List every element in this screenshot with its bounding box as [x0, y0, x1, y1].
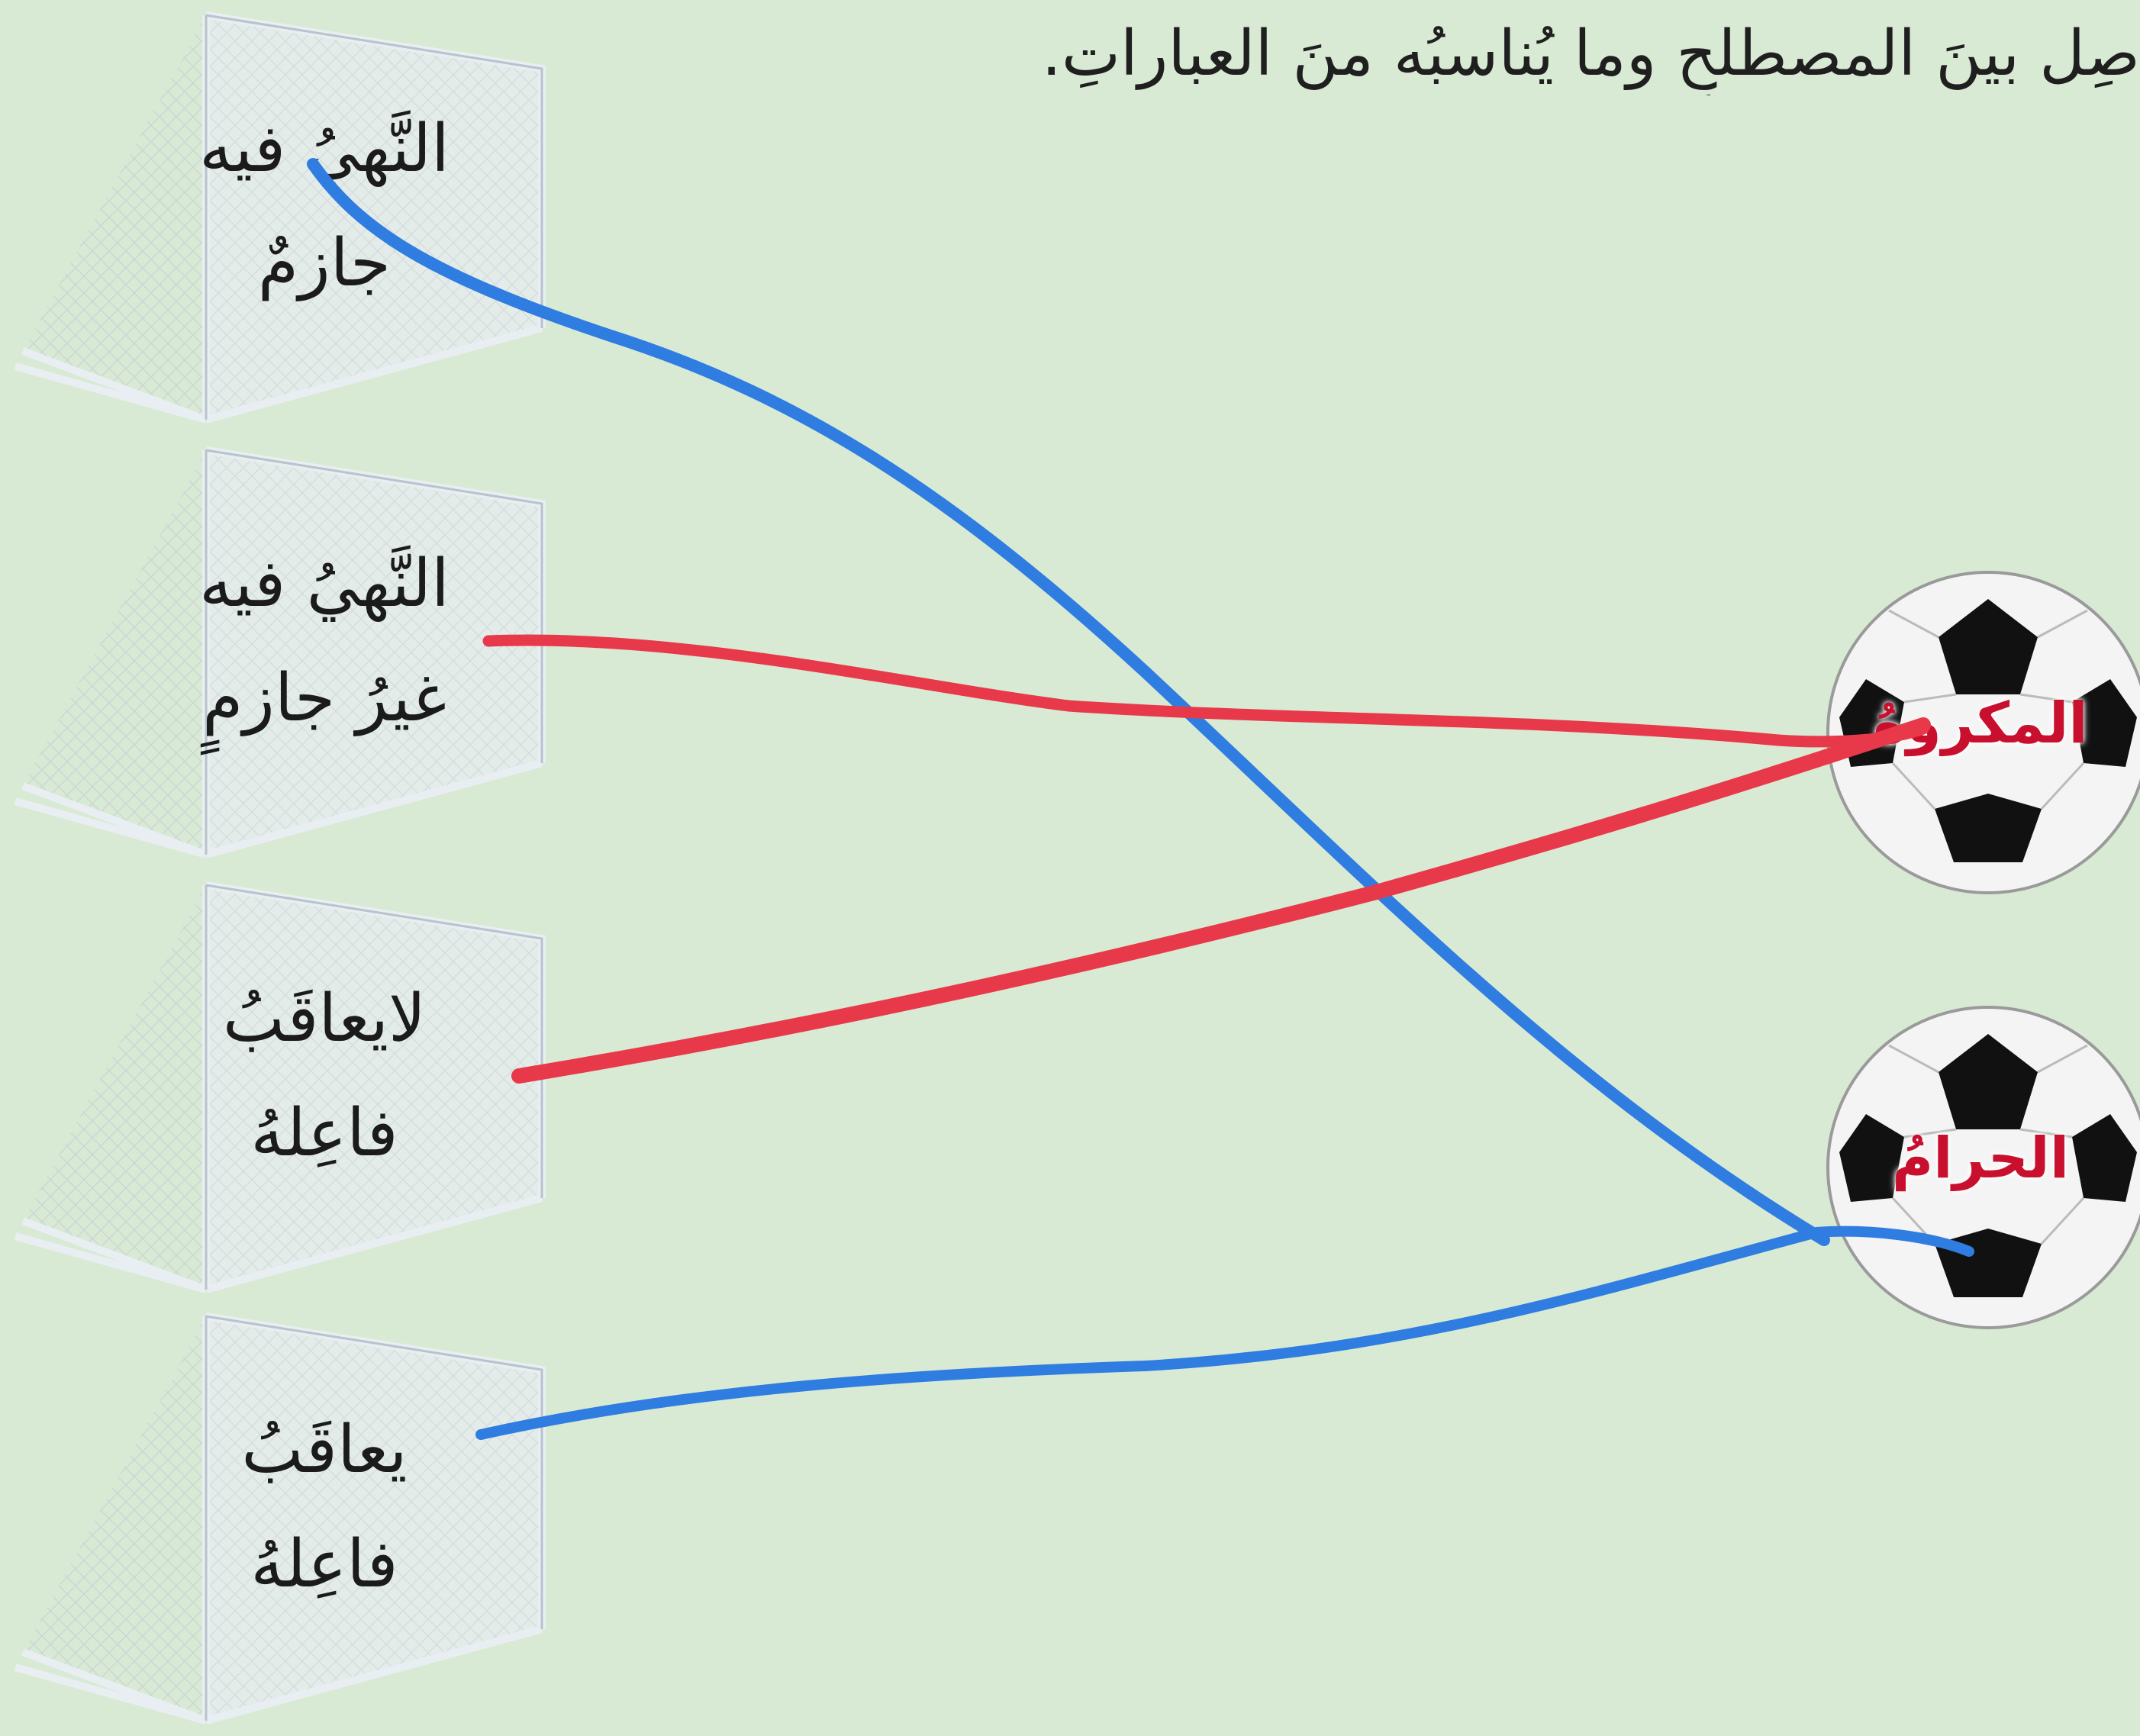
- goal-card-2[interactable]: النَّهيُ فيه غيرُ جازمٍ: [0, 443, 550, 870]
- instruction-heading: صِل بينَ المصطلحِ وما يُناسبُه منَ العبا…: [1041, 18, 2140, 90]
- connection-line-2: [482, 634, 1929, 748]
- ball-target-2[interactable]: الحرامُ: [1820, 1000, 2140, 1335]
- ball-label: المكروهُ: [1873, 691, 2088, 756]
- ball-target-1[interactable]: المكروهُ: [1820, 565, 2140, 900]
- connection-line-4: [475, 1226, 1974, 1440]
- ball-label: الحرامُ: [1891, 1126, 2070, 1191]
- goal-label: يعاقَبُ فاعِلهُ: [241, 1412, 408, 1602]
- goal-net-icon: [14, 1312, 546, 1725]
- goal-label: النَّهيُ فيه جازمٌ: [199, 111, 450, 301]
- goal-card-1[interactable]: النَّهيُ فيه جازمٌ: [0, 8, 550, 435]
- goal-label: لايعاقَبُ فاعِلهُ: [222, 981, 427, 1171]
- goal-card-3[interactable]: لايعاقَبُ فاعِلهُ: [0, 878, 550, 1305]
- goal-card-4[interactable]: يعاقَبُ فاعِلهُ: [0, 1309, 550, 1736]
- connection-line-3: [511, 717, 1931, 1084]
- goal-label: النَّهيُ فيه غيرُ جازمٍ: [199, 546, 450, 736]
